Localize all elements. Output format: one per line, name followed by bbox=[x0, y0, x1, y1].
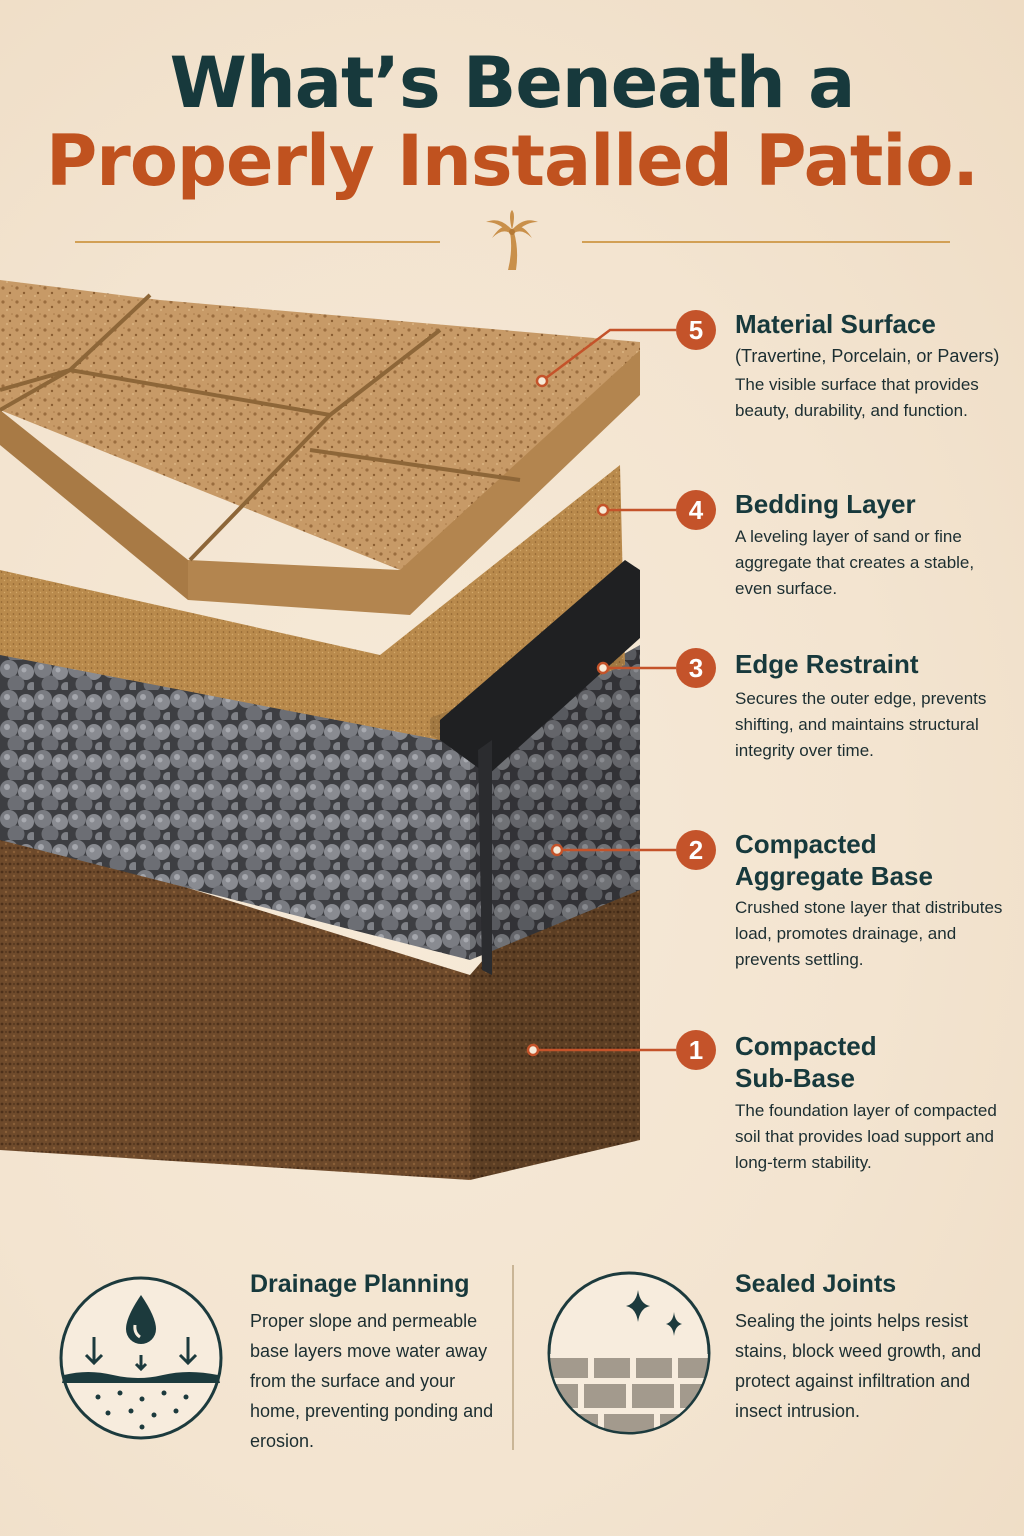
layer-4-badge: 4 bbox=[676, 490, 716, 530]
paver-joints bbox=[0, 293, 521, 562]
layer-3-badge: 3 bbox=[676, 648, 716, 688]
layer-3-description: Secures the outer edge, prevents shiftin… bbox=[735, 689, 987, 760]
layer-2-title: Compacted Aggregate Base bbox=[735, 829, 933, 891]
layer-1-badge: 1 bbox=[676, 1030, 716, 1070]
right-divider-rule bbox=[582, 241, 950, 243]
down-arrow-icons bbox=[84, 1337, 198, 1372]
edge-restraint bbox=[440, 560, 640, 775]
layer-2-badge: 2 bbox=[676, 830, 716, 870]
layer-1-description: The foundation layer of compacted soil t… bbox=[735, 1101, 997, 1172]
left-divider-rule bbox=[75, 241, 440, 243]
layer-2-description: Crushed stone layer that distributes loa… bbox=[735, 898, 1003, 969]
sealed-joints-title: Sealed Joints bbox=[735, 1270, 897, 1298]
bedding-sand-layer bbox=[0, 465, 625, 740]
layer-5-badge: 5 bbox=[676, 310, 716, 350]
layer-1-title: Compacted Sub-Base bbox=[735, 1031, 877, 1093]
sparkle-icon bbox=[626, 1290, 682, 1336]
page-title-line-2: Properly Installed Patio. bbox=[46, 120, 979, 202]
palm-tree-icon bbox=[486, 210, 538, 270]
layer-4-description: A leveling layer of sand or fine aggrega… bbox=[735, 527, 975, 598]
sealed-joints-description: Sealing the joints helps resist stains, … bbox=[735, 1311, 982, 1421]
drainage-planning-description: Proper slope and permeable base layers m… bbox=[250, 1311, 494, 1451]
layer-5-title: Material Surface bbox=[735, 309, 936, 339]
patio-cross-section-diagram bbox=[0, 280, 676, 1180]
page-title-line-1: What’s Beneath a bbox=[169, 42, 856, 124]
sealed-joints-icon-circle bbox=[547, 1271, 711, 1435]
layer-5-description: The visible surface that provides beauty… bbox=[735, 375, 979, 420]
water-drop-icon bbox=[126, 1295, 156, 1344]
feature-divider bbox=[512, 1265, 514, 1450]
layer-5-subtitle: (Travertine, Porcelain, or Pavers) bbox=[735, 346, 1000, 366]
layer-4-title: Bedding Layer bbox=[735, 489, 916, 519]
drainage-icon-circle bbox=[59, 1276, 223, 1440]
drainage-planning-title: Drainage Planning bbox=[250, 1270, 470, 1298]
aggregate-base-layer bbox=[0, 645, 640, 960]
layer-3-title: Edge Restraint bbox=[735, 649, 919, 679]
